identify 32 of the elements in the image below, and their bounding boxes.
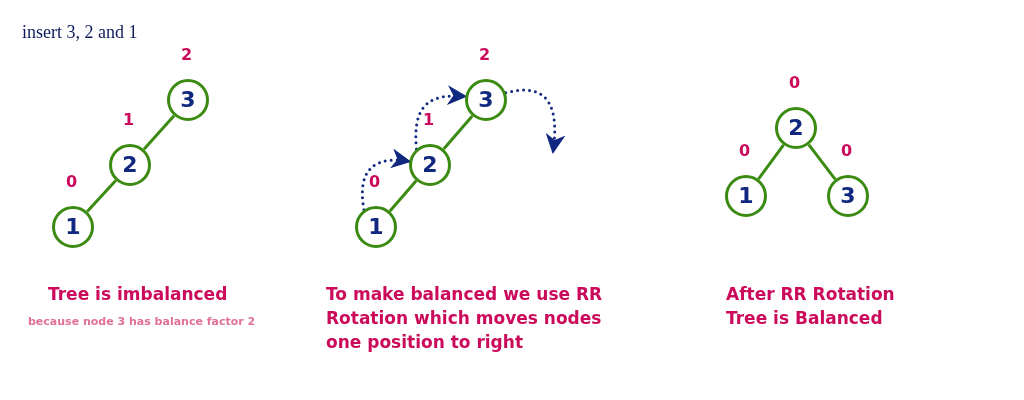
node-value: 2 bbox=[421, 153, 439, 177]
tree-edge bbox=[807, 143, 837, 181]
dotted-arrow bbox=[504, 88, 565, 154]
balance-factor: 0 bbox=[841, 142, 853, 160]
dotted-arrow bbox=[360, 149, 412, 212]
tree-edge bbox=[142, 114, 176, 151]
balance-factor: 0 bbox=[66, 173, 78, 191]
node-value: 1 bbox=[367, 215, 385, 239]
node-value: 3 bbox=[477, 88, 495, 112]
balance-factor: 0 bbox=[789, 74, 801, 92]
caption-text: because node 3 has balance factor 2 bbox=[28, 314, 257, 330]
caption-text: After RR Rotation Tree is Balanced bbox=[726, 283, 896, 330]
title: insert 3, 2 and 1 bbox=[22, 22, 138, 43]
node-value: 2 bbox=[121, 153, 139, 177]
balance-factor: 0 bbox=[369, 173, 381, 191]
node-value: 2 bbox=[787, 116, 805, 140]
balance-factor: 1 bbox=[423, 111, 435, 129]
balance-factor: 2 bbox=[181, 46, 193, 64]
node-value: 3 bbox=[179, 88, 197, 112]
tree-edge bbox=[757, 144, 785, 180]
balance-factor: 1 bbox=[123, 111, 135, 129]
tree-edge bbox=[442, 114, 474, 151]
caption-text: To make balanced we use RR Rotation which moves nodes one position to right bbox=[326, 283, 604, 354]
tree-edge bbox=[388, 179, 418, 213]
caption-text: Tree is imbalanced bbox=[48, 283, 229, 306]
balance-factor: 2 bbox=[479, 46, 491, 64]
node-value: 3 bbox=[839, 184, 857, 208]
dotted-arrow bbox=[414, 85, 468, 151]
node-value: 1 bbox=[737, 184, 755, 208]
tree-edge bbox=[86, 179, 117, 213]
balance-factor: 0 bbox=[739, 142, 751, 160]
node-value: 1 bbox=[64, 215, 82, 239]
